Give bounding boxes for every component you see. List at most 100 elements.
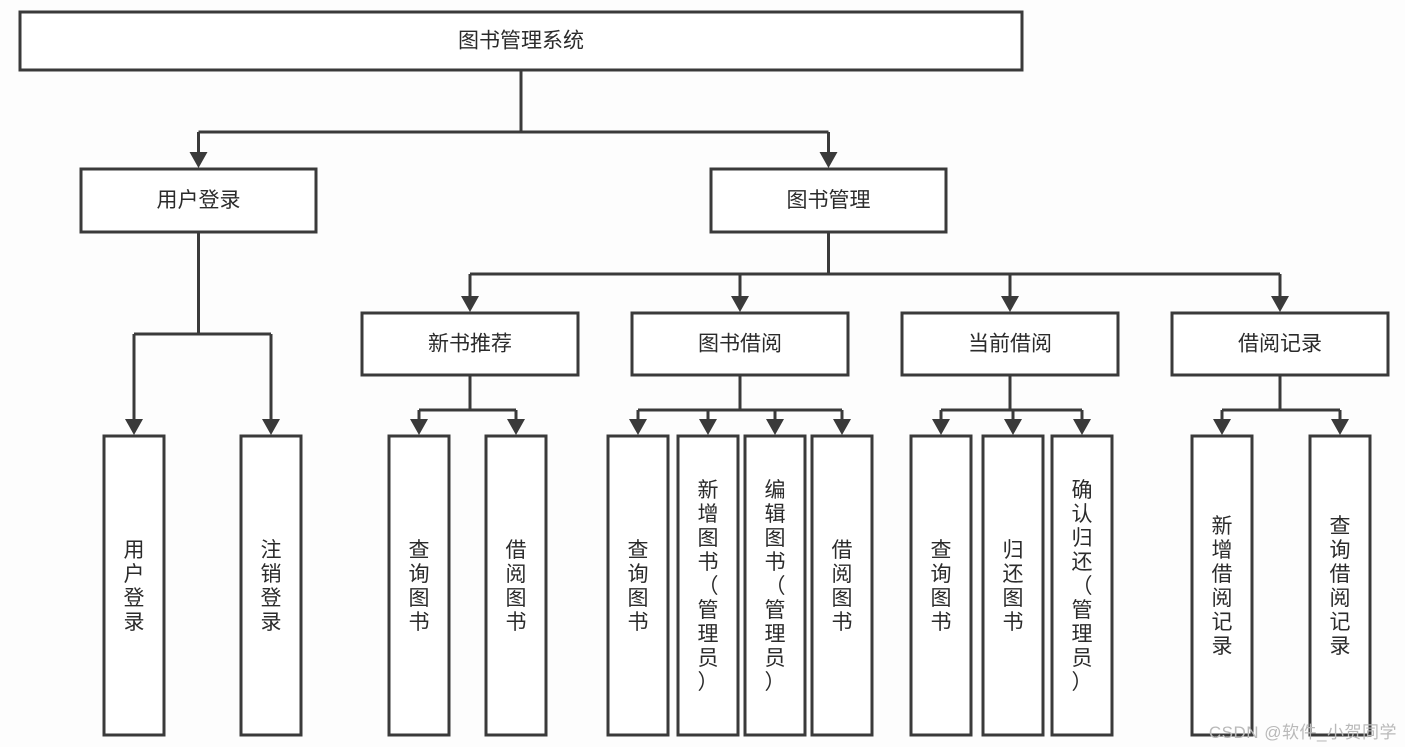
node-new-book-recommend[interactable]: 新书推荐: [360, 311, 580, 377]
arrow-head: [1001, 296, 1019, 312]
node-box-borrow-record: [1170, 311, 1390, 377]
node-box-leaf-query-book-1: [387, 434, 451, 737]
label-char: 阅: [1330, 587, 1351, 610]
label-char: 图: [698, 527, 719, 550]
label-char: 图: [832, 587, 853, 610]
label-char: 图: [765, 527, 786, 550]
arrow-head: [1271, 296, 1289, 312]
node-box-leaf-borrow-book-2: [810, 434, 874, 737]
label-char: 录: [1330, 635, 1351, 658]
label-char: 还: [1072, 551, 1093, 574]
label-char: 询: [409, 563, 430, 586]
label-char: 查: [628, 539, 649, 562]
arrow-head: [1073, 419, 1091, 435]
node-box-leaf-add-borrow-record: [1190, 434, 1254, 737]
label-char: ）: [1072, 671, 1093, 694]
node-label-borrow-record: 借阅记录: [1238, 333, 1322, 356]
label-char: 注: [261, 539, 282, 562]
node-book-borrow[interactable]: 图书借阅: [630, 311, 850, 377]
label-char: 阅: [506, 563, 527, 586]
label-char: 增: [698, 503, 719, 526]
node-borrow-record[interactable]: 借阅记录: [1170, 311, 1390, 377]
label-char: 书: [506, 611, 527, 634]
node-box-leaf-user-logout: [239, 434, 303, 737]
label-char: 书: [832, 611, 853, 634]
node-box-root: [18, 10, 1024, 72]
label-char: 理: [765, 623, 786, 646]
label-char: 新: [1212, 515, 1233, 538]
label-char: 查: [409, 539, 430, 562]
node-box-current-borrow: [900, 311, 1120, 377]
label-char: 借: [832, 539, 853, 562]
arrow-head: [1331, 419, 1349, 435]
node-label-current-borrow: 当前借阅: [968, 333, 1052, 356]
node-label-leaf-user-login: 用户登录: [124, 539, 145, 634]
arrow-head: [189, 152, 208, 168]
node-box-leaf-query-book-3: [909, 434, 973, 737]
label-char: 阅: [1212, 587, 1233, 610]
label-char: 书: [931, 611, 952, 634]
label-char: 归: [1072, 527, 1093, 550]
node-box-leaf-add-book: [676, 434, 740, 737]
label-char: 借: [506, 539, 527, 562]
label-char: 归: [1003, 539, 1024, 562]
label-char: 阅: [832, 563, 853, 586]
label-char: 书: [765, 551, 786, 574]
label-char: 登: [261, 587, 282, 610]
label-char: 管: [698, 599, 719, 622]
node-label-book-borrow: 图书借阅: [698, 333, 782, 356]
label-char: 借: [1212, 563, 1233, 586]
label-char: 确: [1072, 479, 1093, 502]
node-current-borrow[interactable]: 当前借阅: [900, 311, 1120, 377]
arrow-head: [461, 296, 479, 312]
label-char: （: [698, 575, 719, 598]
connector-layer: [125, 70, 1349, 435]
label-char: 询: [1330, 539, 1351, 562]
label-char: 录: [124, 611, 145, 634]
label-char: 增: [1212, 539, 1233, 562]
node-label-root: 图书管理系统: [458, 30, 584, 53]
node-book-management[interactable]: 图书管理: [709, 167, 948, 234]
label-char: 查: [1330, 515, 1351, 538]
label-char: 登: [124, 587, 145, 610]
node-layer: 图书管理系统用户登录图书管理用户登录注销登录新书推荐查询图书借阅图书图书借阅查询…: [18, 10, 1390, 737]
label-char: 员: [698, 647, 719, 670]
node-leaf-user-login[interactable]: 用户登录: [102, 434, 166, 737]
label-char: 销: [261, 563, 282, 586]
arrow-head: [766, 419, 784, 435]
label-char: 图: [1003, 587, 1024, 610]
node-box-leaf-confirm-return: [1050, 434, 1114, 737]
node-root[interactable]: 图书管理系统: [18, 10, 1024, 72]
label-char: 户: [124, 563, 145, 586]
label-char: ）: [765, 671, 786, 694]
node-box-book-borrow: [630, 311, 850, 377]
label-char: 借: [1330, 563, 1351, 586]
label-char: 辑: [765, 503, 786, 526]
node-box-leaf-return-book: [981, 434, 1045, 737]
node-user-login[interactable]: 用户登录: [79, 167, 318, 234]
label-char: 书: [628, 611, 649, 634]
label-char: 询: [931, 563, 952, 586]
arrow-head: [410, 419, 428, 435]
node-box-leaf-edit-book: [743, 434, 807, 737]
arrow-head: [699, 419, 717, 435]
